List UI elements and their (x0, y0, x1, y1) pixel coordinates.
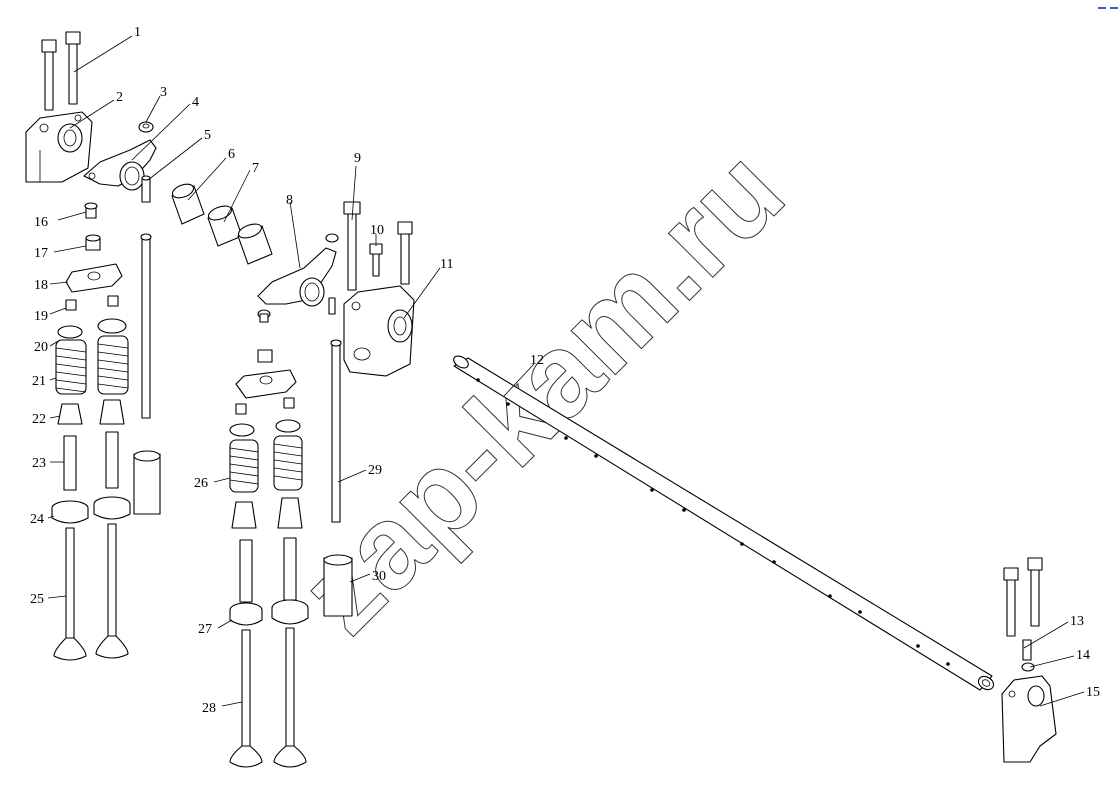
part-29-pushrod (328, 297, 342, 523)
callout-1: 1 (134, 25, 141, 40)
part-25-valves (53, 523, 129, 661)
part-1-bolts (41, 31, 81, 111)
callout-26: 26 (194, 476, 208, 491)
callout-16: 16 (34, 215, 48, 230)
part-4-rocker-arm (83, 139, 157, 191)
callout-10: 10 (370, 223, 384, 238)
part-5-screw (141, 175, 151, 203)
callout-29: 29 (368, 463, 382, 478)
part-18-bridge (65, 263, 123, 293)
part-7-bushing (207, 205, 273, 265)
callout-18: 18 (34, 278, 48, 293)
callout-11: 11 (440, 257, 453, 272)
callout-17: 17 (34, 246, 48, 261)
part-8-rocker-arm (257, 233, 339, 323)
part-6-bushing (171, 183, 205, 225)
callout-8: 8 (286, 193, 293, 208)
part-3-nut (138, 121, 154, 133)
part-21-springs (55, 335, 129, 395)
part-28-valves (229, 627, 307, 768)
part-19-keepers (65, 295, 119, 311)
part-15-end-bracket (1001, 675, 1057, 763)
callout-23: 23 (32, 456, 46, 471)
callout-27: 27 (198, 622, 212, 637)
part-26-springs (229, 419, 303, 529)
callout-19: 19 (34, 309, 48, 324)
part-12-rocker-shaft (453, 355, 995, 691)
part-11-bracket (343, 285, 415, 377)
part-20-spring-caps (57, 318, 127, 339)
callout-2: 2 (116, 90, 123, 105)
callout-4: 4 (192, 95, 199, 110)
callout-6: 6 (228, 147, 235, 162)
callout-22: 22 (32, 412, 46, 427)
callout-7: 7 (252, 161, 259, 176)
callout-3: 3 (160, 85, 167, 100)
pushrod-left (140, 233, 152, 419)
callout-9: 9 (354, 151, 361, 166)
callout-12: 12 (530, 353, 544, 368)
callout-5: 5 (204, 128, 211, 143)
callout-15: 15 (1086, 685, 1100, 700)
part-17-cap (85, 234, 101, 251)
callout-numbers: 1 2 3 4 5 6 7 8 9 10 11 12 13 14 15 16 1… (30, 25, 1100, 716)
part-9-bolt (343, 201, 361, 291)
callout-21: 21 (32, 374, 46, 389)
part-22-seals (57, 399, 125, 425)
leader-lines (47, 35, 1085, 707)
callout-28: 28 (202, 701, 216, 716)
part-2-bracket (25, 111, 93, 183)
part-13-14-pin-nut (1003, 557, 1043, 672)
callout-24: 24 (30, 512, 44, 527)
part-16-fitting (84, 202, 98, 219)
part-27-seat-inserts (229, 599, 309, 626)
callout-14: 14 (1076, 648, 1090, 663)
callout-30: 30 (372, 569, 386, 584)
part-10-bolt (369, 221, 413, 285)
exhaust-bridge (235, 349, 297, 415)
callout-13: 13 (1070, 614, 1084, 629)
part-23-guides (63, 431, 161, 515)
part-24-seat-inserts (51, 496, 131, 524)
callout-25: 25 (30, 592, 44, 607)
part-30-sleeve (323, 554, 353, 617)
exhaust-guides (239, 537, 297, 603)
callout-20: 20 (34, 340, 48, 355)
